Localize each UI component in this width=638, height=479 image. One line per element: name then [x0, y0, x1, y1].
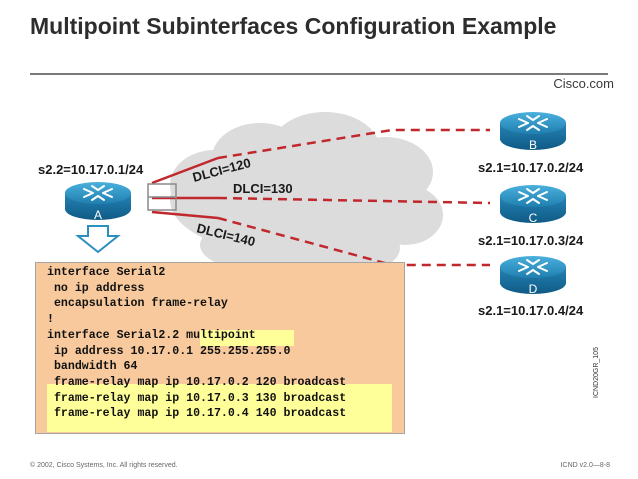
- copyright-footer: © 2002, Cisco Systems, Inc. All rights r…: [30, 462, 178, 469]
- config-line: bandwidth 64: [47, 360, 138, 374]
- highlight-map-statements: [47, 384, 392, 432]
- router-c-letter: C: [529, 211, 538, 225]
- config-line: frame-relay map ip 10.17.0.3 130 broadca…: [47, 391, 347, 405]
- config-line: interface Serial2: [47, 266, 166, 279]
- slide-code-vertical: ICND20GR_105: [593, 347, 600, 398]
- config-line: encapsulation frame-relay: [47, 297, 228, 311]
- pvc-to-b: [151, 156, 219, 185]
- router-a-letter: A: [94, 208, 102, 222]
- down-arrow-icon: [75, 225, 121, 254]
- pvc-to-c-dashed: [217, 196, 491, 205]
- slide-title: Multipoint Subinterfaces Configuration E…: [30, 13, 557, 39]
- frame-relay-cloud: [170, 112, 443, 276]
- config-line: !: [47, 313, 54, 327]
- router-c-address: s2.1=10.17.0.3/24: [478, 233, 584, 248]
- router-b-letter: B: [529, 138, 537, 152]
- config-line: frame-relay map ip 10.17.0.4 140 broadca…: [47, 407, 347, 421]
- router-b-address: s2.1=10.17.0.2/24: [478, 160, 584, 175]
- config-line: frame-relay map ip 10.17.0.2 120 broadca…: [47, 375, 347, 389]
- config-line: no ip address: [47, 281, 145, 295]
- title-divider: [30, 73, 608, 75]
- serial-link-a: [147, 183, 177, 211]
- router-a-address: s2.2=10.17.0.1/24: [38, 162, 144, 177]
- highlight-multipoint: [200, 330, 294, 346]
- slide-number: ICND v2.0—8-8: [560, 462, 610, 469]
- router-d-address: s2.1=10.17.0.4/24: [478, 303, 584, 318]
- dlci-130-label: DLCI=130: [233, 181, 293, 196]
- cisco-logo-text: Cisco.com: [553, 76, 614, 91]
- pvc-to-d: [151, 210, 219, 220]
- pvc-to-b-dashed: [217, 128, 490, 160]
- config-line: ip address 10.17.0.1 255.255.255.0: [47, 344, 291, 358]
- config-line: interface Serial2.2 multipoint: [47, 328, 256, 342]
- config-code: interface Serial2 no ip address encapsul…: [47, 265, 346, 422]
- router-d-letter: D: [529, 282, 538, 296]
